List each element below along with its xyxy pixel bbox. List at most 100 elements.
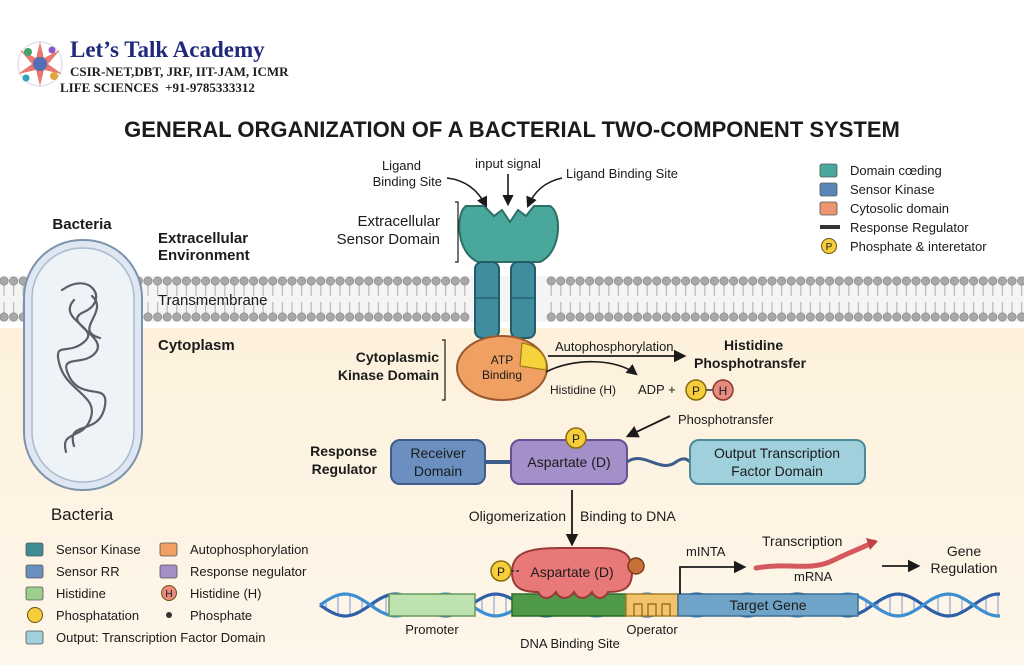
lipid-head <box>364 276 374 286</box>
legend-bottom-item: Response negulator <box>159 564 307 579</box>
lipid-head <box>565 312 575 322</box>
lipid-head <box>901 312 911 322</box>
receiver-domain-line1: Receiver <box>410 445 466 461</box>
aspartate-phosphate-icon <box>565 427 587 449</box>
gene-regulation-line2: Regulation <box>931 560 998 576</box>
ligand-site-left-line1: Ligand <box>382 158 421 173</box>
output-domain-line2: Factor Domain <box>731 463 823 479</box>
lipid-head <box>287 276 297 286</box>
legend-bottom-item: Sensor RR <box>25 564 120 579</box>
extracellular-domain-line2: Sensor Domain <box>337 231 440 248</box>
lipid-head <box>738 276 748 286</box>
lipid-head <box>1017 276 1024 286</box>
lipid-head <box>373 312 383 322</box>
lipid-head <box>201 312 211 322</box>
lipid-head <box>1007 276 1017 286</box>
kinase-domain-line2: Kinase Domain <box>338 367 439 383</box>
lipid-head <box>210 276 220 286</box>
legend-top-item: Domain cœding <box>819 163 942 178</box>
lipid-head <box>460 276 470 286</box>
lipid-head <box>873 312 883 322</box>
oligomerization-label: Oligomerization <box>469 508 566 524</box>
cell-membrane <box>0 276 1024 322</box>
transmembrane-helix-left <box>474 261 500 339</box>
lipid-head <box>757 276 767 286</box>
lipid-head <box>959 276 969 286</box>
lipid-head <box>1007 312 1017 322</box>
lipid-head <box>834 276 844 286</box>
lipid-head <box>249 312 259 322</box>
lipid-head <box>162 276 172 286</box>
lipid-head <box>316 312 326 322</box>
lipid-head <box>345 276 355 286</box>
legend-top-label: Sensor Kinase <box>850 182 935 197</box>
phosphotransfer-label: Phosphotransfer <box>678 412 774 427</box>
ligand-arrow-left-icon <box>446 177 488 209</box>
histidine-h-icon <box>712 379 734 401</box>
lipid-head <box>181 276 191 286</box>
lipid-head <box>613 312 623 322</box>
lipid-head <box>402 312 412 322</box>
lipid-head <box>633 312 643 322</box>
lipid-head <box>393 276 403 286</box>
transmembrane-label: Transmembrane <box>158 292 267 309</box>
lipid-head <box>258 276 268 286</box>
operator-label: Operator <box>626 622 678 637</box>
lipid-head <box>959 312 969 322</box>
lipid-head <box>652 276 662 286</box>
dna-region: Target Gene Aspartate (D) P mINTA Transc… <box>319 533 1001 651</box>
lipid-head <box>364 312 374 322</box>
lipid-head <box>201 276 211 286</box>
lipid-head <box>978 276 988 286</box>
legend-swatch <box>25 564 44 579</box>
lipid-head <box>345 312 355 322</box>
histidine-phosphotransfer-line2: Phosphotransfer <box>694 355 807 371</box>
gene-regulation-line1: Gene <box>947 543 981 559</box>
lipid-head <box>229 276 239 286</box>
lipid-head <box>748 276 758 286</box>
lipid-head <box>690 312 700 322</box>
lipid-head <box>757 312 767 322</box>
binding-to-dna-label: Binding to DNA <box>580 508 676 524</box>
aspartate-label: Aspartate (D) <box>527 454 610 470</box>
lipid-head <box>815 276 825 286</box>
legend-bottom-item: Output: Transcription Factor Domain <box>25 630 266 645</box>
lipid-head <box>306 276 316 286</box>
legend-swatch <box>159 542 178 557</box>
lipid-head <box>690 276 700 286</box>
lipid-head <box>661 312 671 322</box>
lipid-head <box>268 312 278 322</box>
extracellular-label-line2: Environment <box>158 247 250 264</box>
histidine-phosphotransfer-line1: Histidine <box>724 337 783 353</box>
lipid-head <box>239 276 249 286</box>
bound-regulator-dimer <box>510 547 634 599</box>
ligand-site-left-line2: Binding Site <box>373 174 442 189</box>
lipid-head <box>412 276 422 286</box>
legend-bottom-item: Sensor Kinase <box>25 542 141 557</box>
lipid-head <box>421 312 431 322</box>
lipid-head <box>172 276 182 286</box>
extracellular-domain-line1: Extracellular <box>357 213 440 230</box>
lipid-head <box>0 276 9 286</box>
page-title: GENERAL ORGANIZATION OF A BACTERIAL TWO-… <box>124 117 900 142</box>
lipid-head <box>930 276 940 286</box>
lipid-head <box>0 312 9 322</box>
lipid-head <box>997 276 1007 286</box>
lipid-head <box>191 312 201 322</box>
lipid-head <box>786 312 796 322</box>
legend-bottom-label: Histidine <box>56 586 106 601</box>
lipid-head <box>834 312 844 322</box>
lipid-head <box>805 312 815 322</box>
receiver-domain-line2: Domain <box>414 463 462 479</box>
lipid-head <box>556 312 566 322</box>
lipid-head <box>901 276 911 286</box>
lipid-head <box>671 312 681 322</box>
lipid-head <box>767 276 777 286</box>
lipid-head <box>220 276 230 286</box>
target-gene-label: Target Gene <box>729 597 806 613</box>
lipid-head <box>767 312 777 322</box>
lipid-head <box>565 276 575 286</box>
